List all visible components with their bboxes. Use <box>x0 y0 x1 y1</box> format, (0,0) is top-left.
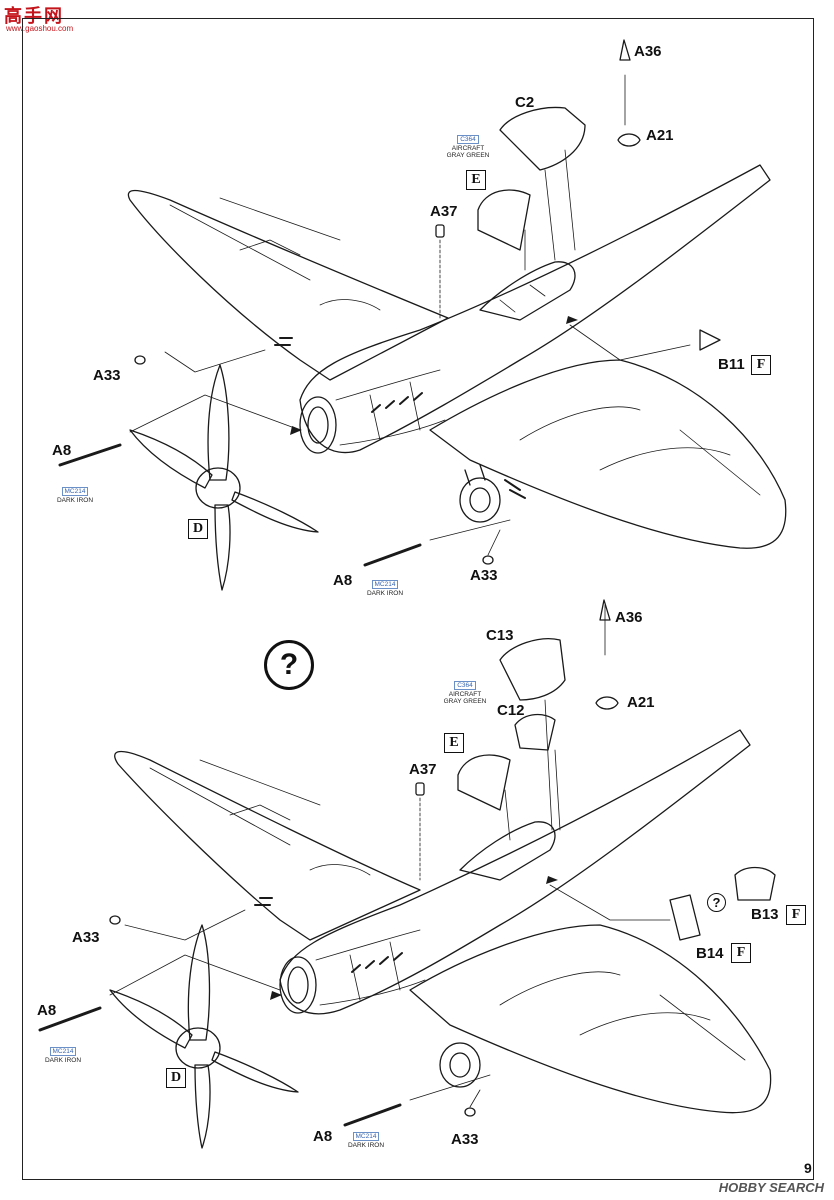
subassembly-box-f-top: F <box>751 355 771 375</box>
paint-code: MC214 <box>352 1132 380 1141</box>
label-c12: C12 <box>497 702 525 719</box>
label-a8-left-bottom: A8 <box>37 1002 57 1019</box>
paint-callout-gray-green-top: C364 AIRCRAFT GRAY GREEN <box>438 135 498 159</box>
watermark-logo-top-left: 高手网 <box>4 6 64 27</box>
paint-name: DARK IRON <box>56 497 94 504</box>
paint-code: MC214 <box>61 487 89 496</box>
top-spinner-ring <box>299 396 337 454</box>
paint-callout-dark-iron-top-bottom: MC214 DARK IRON <box>355 580 415 597</box>
top-propeller-blade-right <box>231 491 319 533</box>
top-left-wing <box>127 189 449 381</box>
paint-callout-dark-iron-bottom-left: MC214 DARK IRON <box>33 1047 93 1064</box>
label-a36-bottom: A36 <box>615 609 643 626</box>
subassembly-box-d-top: D <box>188 519 208 539</box>
subassembly-box-e-top: E <box>466 170 486 190</box>
label-a21-bottom: A21 <box>627 694 655 711</box>
label-a33-left-top: A33 <box>93 367 121 384</box>
watermark-url: www.gaoshou.com <box>6 24 74 33</box>
top-fuselage <box>299 164 771 454</box>
paint-code: MC214 <box>49 1047 77 1056</box>
label-c13: C13 <box>486 627 514 644</box>
label-a8-bottom-bottom: A8 <box>313 1128 333 1145</box>
bottom-propeller-blade-up <box>187 924 211 1041</box>
bottom-fuselage <box>279 729 751 1015</box>
label-a33-bottom-top: A33 <box>470 567 498 584</box>
label-a8-left-top: A8 <box>52 442 72 459</box>
paint-name: DARK IRON <box>44 1057 82 1064</box>
top-spinner <box>195 467 241 509</box>
question-mark-variant-icon: ? <box>264 640 314 690</box>
paint-name: DARK IRON <box>366 590 404 597</box>
paint-name-line1: AIRCRAFT <box>448 691 482 698</box>
subassembly-box-e-bottom: E <box>444 733 464 753</box>
label-a33-bottom-bottom: A33 <box>451 1131 479 1148</box>
bottom-propeller-blade-left <box>109 989 193 1049</box>
top-propeller-blade-down <box>214 504 231 591</box>
paint-name-line1: AIRCRAFT <box>451 145 485 152</box>
top-propeller-blade-left <box>129 429 213 489</box>
paint-callout-dark-iron-top-left: MC214 DARK IRON <box>45 487 105 504</box>
bottom-propeller-blade-down <box>194 1064 211 1149</box>
subassembly-box-f-b14: F <box>731 943 751 963</box>
label-a33-left-bottom: A33 <box>72 929 100 946</box>
paint-name-line2: GRAY GREEN <box>446 152 490 159</box>
instruction-sheet-frame <box>22 18 814 1180</box>
bottom-left-wing <box>114 750 421 941</box>
paint-name-line2: GRAY GREEN <box>443 698 487 705</box>
label-a8-bottom-top: A8 <box>333 572 353 589</box>
paint-code: C364 <box>454 681 476 690</box>
label-b14: B14 <box>696 945 724 962</box>
label-a37-bottom: A37 <box>409 761 437 778</box>
paint-callout-gray-green-bottom: C364 AIRCRAFT GRAY GREEN <box>435 681 495 705</box>
label-c2: C2 <box>515 94 535 111</box>
label-a37-top: A37 <box>430 203 458 220</box>
top-aircraft <box>58 39 787 591</box>
top-propeller-blade-up <box>207 364 230 481</box>
top-right-wing <box>429 359 787 549</box>
paint-code: C364 <box>457 135 479 144</box>
paint-code: MC214 <box>371 580 399 589</box>
label-b11: B11 <box>718 356 745 373</box>
bottom-aircraft <box>38 599 776 1149</box>
label-a21-top: A21 <box>646 127 674 144</box>
top-cockpit <box>479 261 576 321</box>
paint-callout-dark-iron-bottom-bottom: MC214 DARK IRON <box>336 1132 396 1149</box>
bottom-right-wing <box>409 924 772 1114</box>
paint-name: DARK IRON <box>347 1142 385 1149</box>
watermark-logo-bottom-right: HOBBY SEARCH <box>718 1180 824 1195</box>
bottom-cockpit <box>459 821 556 881</box>
page-number: 9 <box>804 1160 812 1176</box>
subassembly-box-d-bottom: D <box>166 1068 186 1088</box>
question-mark-small-icon: ? <box>707 893 726 912</box>
subassembly-box-f-b13: F <box>786 905 806 925</box>
bottom-spinner-ring <box>279 956 317 1014</box>
label-a36-top: A36 <box>634 43 662 60</box>
bottom-spinner <box>175 1027 221 1069</box>
bottom-propeller-blade-right <box>211 1051 299 1093</box>
label-b13: B13 <box>751 906 779 923</box>
